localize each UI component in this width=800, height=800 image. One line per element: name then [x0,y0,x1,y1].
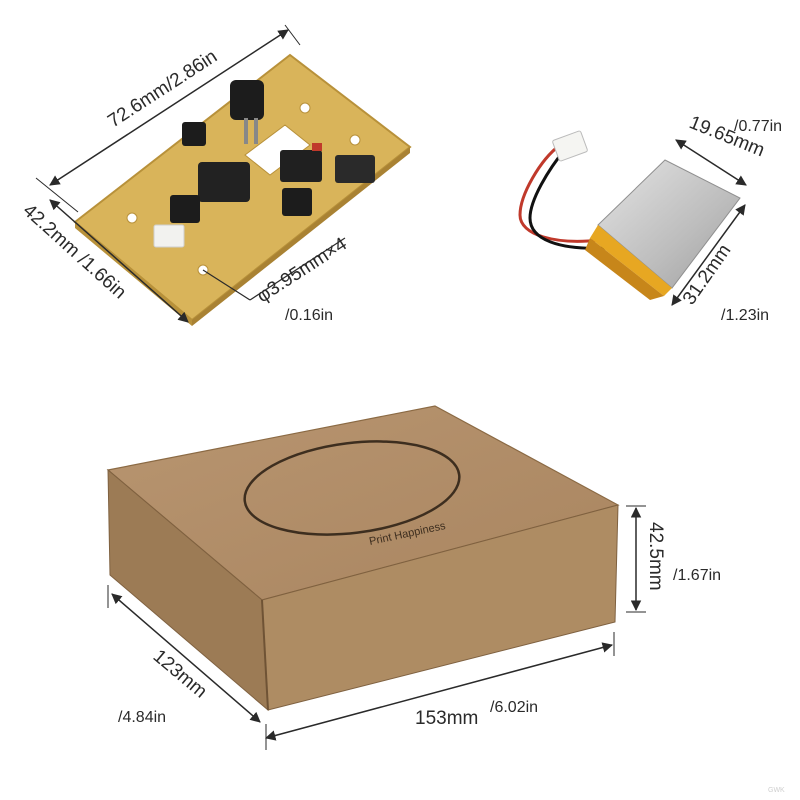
box-height-inch-label: /1.67in [673,567,721,584]
box-depth-label: 123mm [149,646,211,703]
battery-plug [552,130,588,162]
battery-height-inch-label: /1.23in [721,307,769,324]
micro-switch-3 [282,188,312,216]
pcb-width-label: 72.6mm/2.86in [104,46,221,132]
pcb-hole-inch-label: /0.16in [285,307,333,324]
box-depth-inch-label: /4.84in [118,709,166,726]
sensor-chip [198,162,250,202]
watermark: GWK [768,787,785,794]
micro-switch-1 [182,122,206,146]
box-width-label: 153mm [415,708,478,729]
box-circle-logo [243,440,461,536]
micro-switch-2 [170,195,200,223]
lipo-battery [518,130,741,300]
box-width-inch-label: /6.02in [490,699,538,716]
battery-connector [153,224,185,248]
box-height-label: 42.5mm [645,522,666,591]
scroll-encoder [230,80,264,120]
slide-switch [335,155,375,183]
battery-width-inch-label: /0.77in [734,118,782,135]
side-switch [280,150,322,182]
box-height-dimension: 42.5mm /1.67in [626,505,721,613]
box-width-dimension: 153mm /6.02in [264,632,615,750]
